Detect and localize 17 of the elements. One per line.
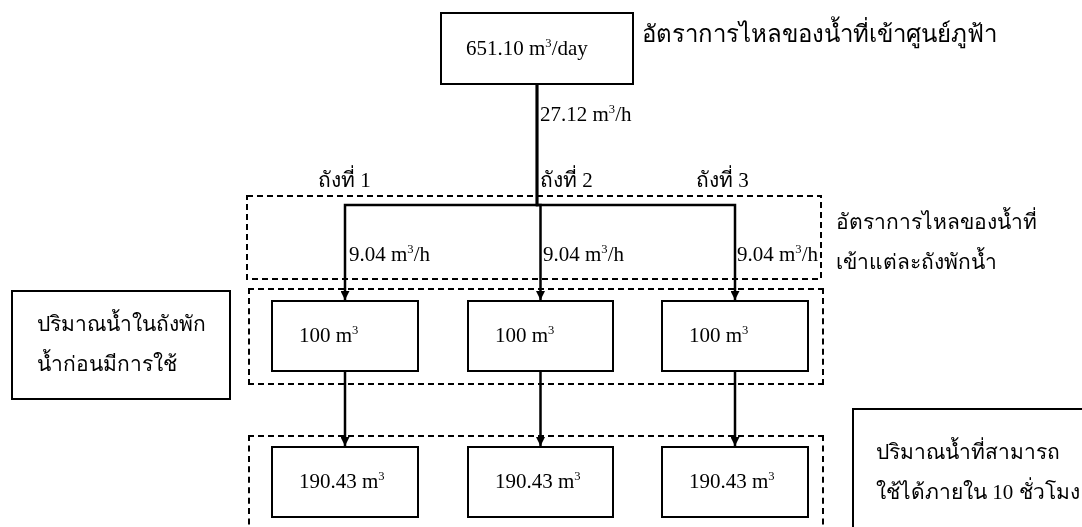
arrow bbox=[536, 372, 545, 446]
note-label: อัตราการไหลของน้ำที่ เข้าแต่ละถังพักน้ำ bbox=[836, 203, 1061, 283]
text-box: 651.10 m$^{3}$/day bbox=[440, 12, 634, 85]
tank-box: 100 m$^{3}$ bbox=[661, 300, 809, 372]
text-box: ปริมาณน้ำในถังพักน้ำก่อนมีการใช้ bbox=[11, 290, 231, 400]
tank-box: 100 m$^{3}$ bbox=[467, 300, 614, 372]
arrow bbox=[730, 372, 740, 446]
arrow bbox=[340, 372, 350, 446]
tank-box: 190.43 m$^{3}$ bbox=[661, 446, 809, 518]
tank-box: 100 m$^{3}$ bbox=[271, 300, 419, 372]
arrow bbox=[535, 85, 740, 300]
dashed-group-box bbox=[248, 435, 824, 527]
flow-rate-label: 27.12 m$^{3}$/h bbox=[540, 102, 632, 128]
tank-box: 190.43 m$^{3}$ bbox=[271, 446, 419, 518]
dashed-group-box bbox=[248, 288, 824, 385]
text-box: ปริมาณน้ำที่สามารถใช้ได้ภายใน 10 ชั่วโมง bbox=[852, 408, 1082, 527]
tank-box: 190.43 m$^{3}$ bbox=[467, 446, 614, 518]
